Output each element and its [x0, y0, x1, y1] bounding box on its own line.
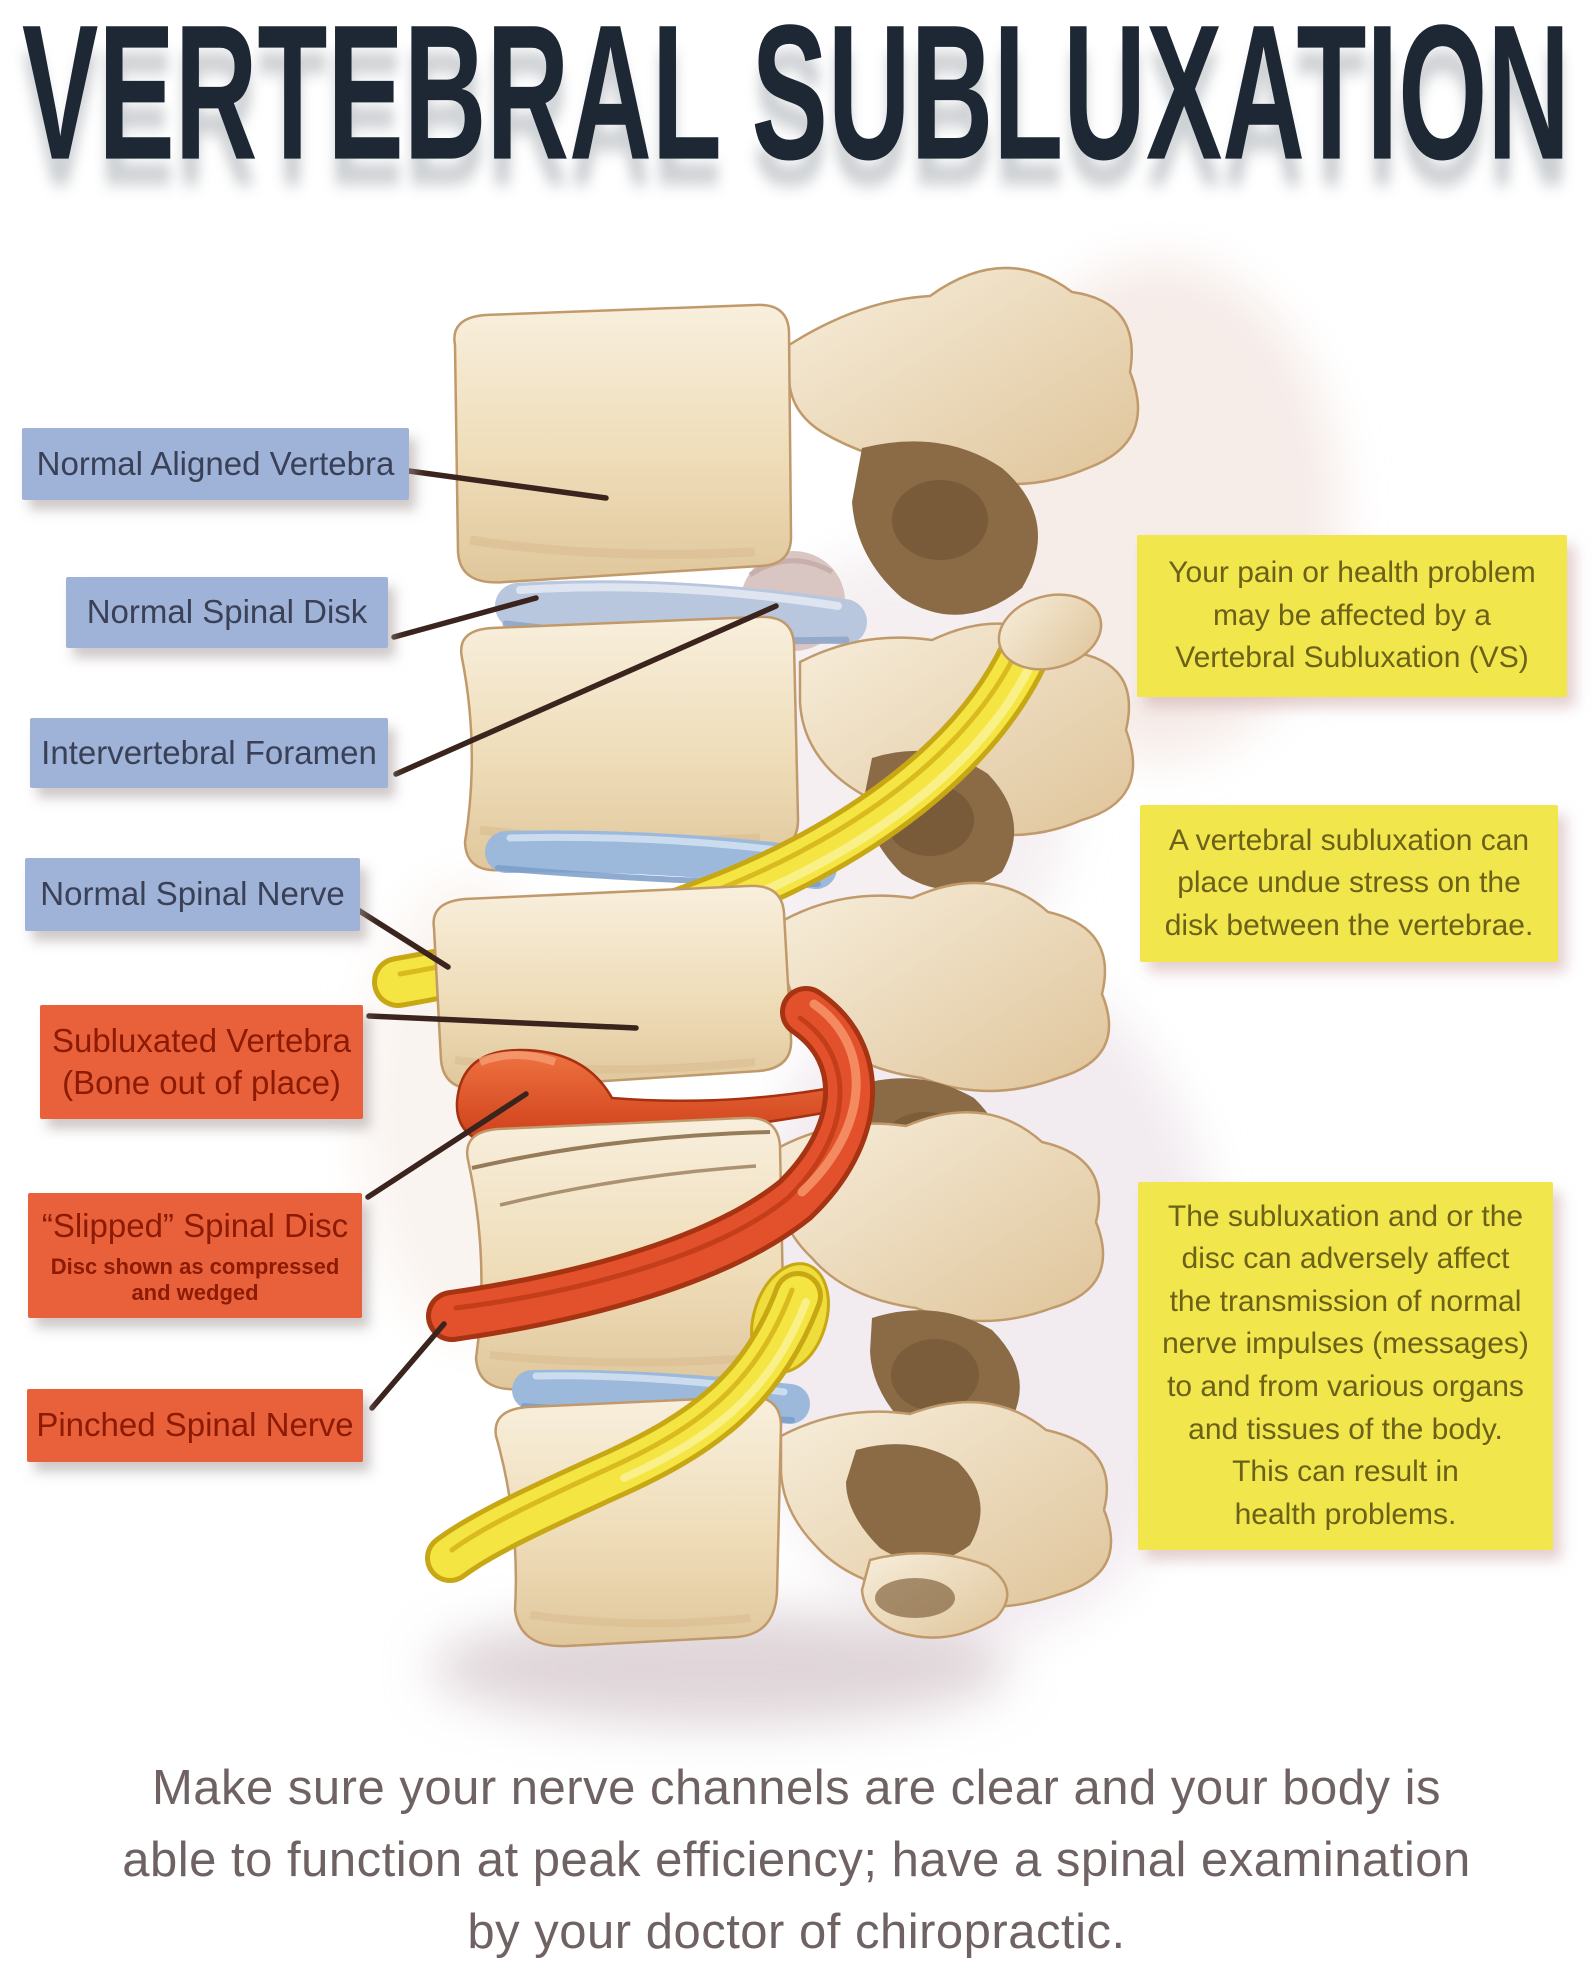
note-stress: A vertebral subluxation can place undue …	[1140, 805, 1558, 962]
footer-line: by your doctor of chiropractic.	[467, 1905, 1126, 1960]
lower-spinal-nerve	[425, 1271, 823, 1583]
facet-knob	[997, 593, 1103, 671]
note-pain-line: Your pain or health problem	[1168, 556, 1536, 590]
callout-foramen: Intervertebral Foramen	[30, 718, 388, 788]
note-transmission-line: This can result in	[1232, 1455, 1459, 1489]
callout-slipped-disc: “Slipped” Spinal Disc Disc shown as comp…	[28, 1193, 362, 1318]
note-pain-line: may be affected by a	[1213, 598, 1491, 632]
connector-normal-vertebra	[406, 468, 609, 501]
footer-line: able to function at peak efficiency; hav…	[122, 1833, 1471, 1888]
callout-subluxated-title: Subluxated Vertebra	[51, 1021, 352, 1059]
footer-line: Make sure your nerve channels are clear …	[151, 1761, 1442, 1815]
callout-normal-vertebra: Normal Aligned Vertebra	[22, 428, 409, 500]
pinched-spinal-nerve	[426, 986, 875, 1342]
vertebra-5	[494, 1395, 1113, 1648]
note-transmission: The subluxation and or the disc can adve…	[1138, 1182, 1553, 1550]
note-transmission-line: to and from various organs	[1167, 1370, 1524, 1403]
poster-title-shadow: VERTEBRAL SUBLUXATION	[22, 12, 1570, 226]
callout-normal-nerve: Normal Spinal Nerve	[25, 858, 360, 931]
connector-lines	[355, 468, 779, 1411]
callout-slipped-title: “Slipped” Spinal Disc	[41, 1207, 349, 1245]
vertebra-5-shadow	[846, 1444, 981, 1563]
callout-subluxated-sub: (Bone out of place)	[62, 1064, 341, 1101]
callout-subluxated-vertebra: Subluxated Vertebra (Bone out of place)	[40, 1005, 363, 1119]
note-transmission-line: The subluxation and or the	[1167, 1199, 1524, 1233]
vertebra-1-posterior	[787, 266, 1140, 486]
connector-normal-nerve	[355, 907, 451, 970]
vertebra-1	[453, 266, 1140, 615]
callout-pinched-text: Pinched Spinal Nerve	[36, 1406, 354, 1444]
callout-foramen-text: Intervertebral Foramen	[41, 733, 377, 771]
note-stress-line: place undue stress on the	[1177, 866, 1521, 900]
callout-normal-vertebra-text: Normal Aligned Vertebra	[36, 444, 395, 482]
connector-subluxated	[366, 1013, 639, 1031]
note-pain: Your pain or health problem may be affec…	[1137, 535, 1567, 697]
poster-title: VERTEBRAL SUBLUXATION VERTEBRAL SUBLUXAT…	[22, 0, 1570, 226]
callout-normal-nerve-text: Normal Spinal Nerve	[40, 875, 345, 913]
connector-normal-disk	[391, 595, 539, 640]
callout-slipped-note: Disc shown as compressed and wedged	[50, 1253, 340, 1305]
connector-pinched-nerve	[369, 1321, 447, 1411]
vertebra-1-body	[453, 303, 793, 584]
callout-normal-disk: Normal Spinal Disk	[66, 577, 388, 648]
note-pain-line: Vertebral Subluxation (VS)	[1175, 641, 1529, 675]
connector-foramen	[393, 603, 779, 777]
note-stress-line: A vertebral subluxation can	[1168, 823, 1530, 857]
poster-title-text: VERTEBRAL SUBLUXATION	[22, 0, 1570, 200]
note-transmission-line: health problems.	[1234, 1497, 1457, 1531]
note-transmission-line: the transmission of normal	[1169, 1284, 1522, 1318]
connector-slipped-disc	[365, 1091, 529, 1200]
note-stress-line: disk between the vertebrae.	[1164, 908, 1534, 942]
callout-pinched-nerve: Pinched Spinal Nerve	[27, 1389, 363, 1462]
note-transmission-line: disc can adversely affect	[1181, 1242, 1510, 1276]
vertebra-4-posterior	[776, 1111, 1105, 1323]
note-transmission-line: nerve impulses (messages)	[1162, 1327, 1529, 1361]
note-transmission-line: and tissues of the body.	[1188, 1412, 1503, 1446]
footer-message: Make sure your nerve channels are clear …	[0, 1752, 1593, 1968]
callout-normal-disk-text: Normal Spinal Disk	[86, 593, 368, 631]
vertebra-5-body	[494, 1395, 783, 1648]
